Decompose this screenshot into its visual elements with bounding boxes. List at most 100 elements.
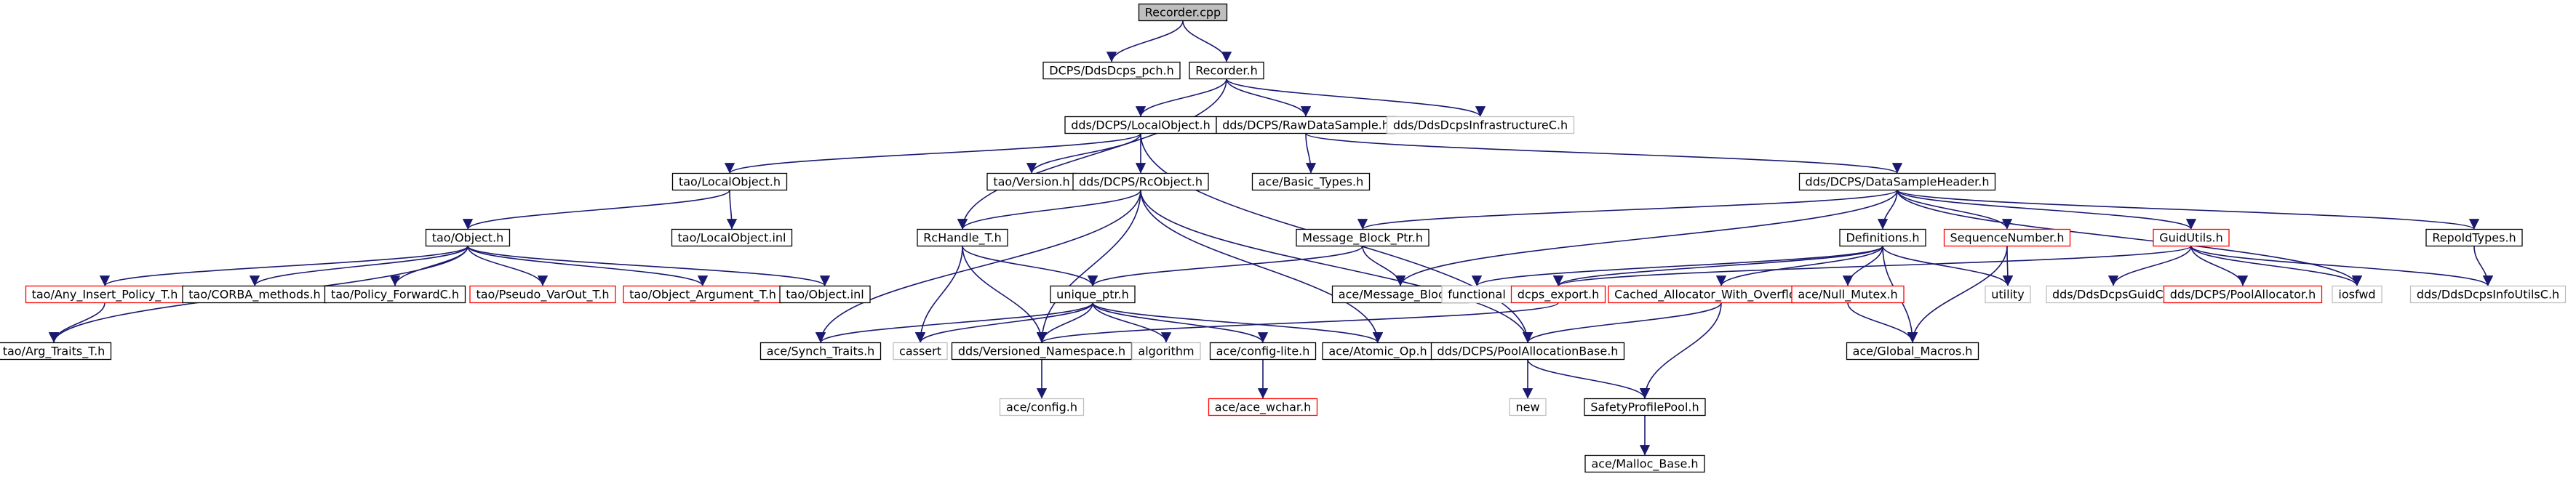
node-definitions_h[interactable]: Definitions.h — [1839, 228, 1926, 247]
node-tao_object_h[interactable]: tao/Object.h — [425, 228, 511, 247]
node-label: tao/Any_Insert_Policy_T.h — [32, 288, 178, 302]
node-label: iosfwd — [2338, 288, 2375, 302]
node-global_macros_h[interactable]: ace/Global_Macros.h — [1846, 342, 1979, 361]
node-label: ace/Atomic_Op.h — [1328, 345, 1427, 359]
node-dcps_export_h[interactable]: dcps_export.h — [1510, 285, 1606, 304]
edge-recorder_h-to-infracorec_h — [1226, 79, 1486, 117]
node-label: ace/Synch_Traits.h — [767, 345, 875, 359]
node-poolallocator_h[interactable]: dds/DCPS/PoolAllocator.h — [2163, 285, 2323, 304]
node-label: cassert — [899, 345, 941, 358]
node-any_insert_policy_h[interactable]: tao/Any_Insert_Policy_T.h — [25, 285, 185, 304]
node-arg_traits_h[interactable]: tao/Arg_Traits_T.h — [0, 342, 112, 361]
node-poolallocationbase_h[interactable]: dds/DCPS/PoolAllocationBase.h — [1430, 342, 1625, 361]
node-cached_allocator_h[interactable]: Cached_Allocator_With_Overflow_T.h — [1608, 285, 1835, 304]
edge-rchandle_t_h-to-versioned_namespace_h — [962, 246, 1048, 343]
node-object_argument_h[interactable]: tao/Object_Argument_T.h — [623, 285, 783, 304]
node-label: ace/config.h — [1006, 400, 1077, 414]
node-ace_wchar_h[interactable]: ace/ace_wchar.h — [1208, 398, 1318, 416]
node-label: ace/Message_Block.h — [1339, 288, 1462, 302]
edge-rcobject_h-to-atomic_op_h — [1140, 190, 1384, 343]
edge-any_insert_policy_h-to-arg_traits_h — [48, 302, 105, 343]
node-box — [1138, 3, 1228, 22]
node-unique_ptr_h[interactable]: unique_ptr.h — [1050, 285, 1136, 304]
node-label: dds/DdsDcpsInfoUtilsC.h — [2417, 288, 2559, 302]
node-tao_object_inl[interactable]: tao/Object.inl — [779, 285, 871, 304]
node-datasampleheader_h[interactable]: dds/DCPS/DataSampleHeader.h — [1798, 172, 1996, 191]
node-box — [917, 228, 1008, 247]
node-ace_message_block_h[interactable]: ace/Message_Block.h — [1331, 285, 1470, 304]
dependency-edges — [48, 20, 2494, 456]
node-rawdatasample_h[interactable]: dds/DCPS/RawDataSample.h — [1216, 116, 1396, 134]
edge-poolallocationbase_h-to-safetyprofilepool_h — [1527, 359, 1651, 399]
node-algorithm[interactable]: algorithm — [1131, 342, 1201, 361]
node-synch_traits_h[interactable]: ace/Synch_Traits.h — [759, 342, 882, 361]
node-box — [425, 228, 511, 247]
node-infracorec_h[interactable]: dds/DdsDcpsInfrastructureC.h — [1386, 116, 1575, 134]
node-label: functional — [1448, 288, 1506, 302]
node-iosfwd[interactable]: iosfwd — [2332, 285, 2382, 304]
edge-datasampleheader_h-to-iosfwd — [1897, 190, 2363, 286]
node-box — [1208, 398, 1318, 416]
node-corba_methods_h[interactable]: tao/CORBA_methods.h — [182, 285, 327, 304]
node-infoutilsc_h[interactable]: dds/DdsDcpsInfoUtilsC.h — [2409, 285, 2567, 304]
node-policy_forwardc_h[interactable]: tao/Policy_ForwardC.h — [324, 285, 466, 304]
edge-cached_allocator_h-to-safetyprofilepool_h — [1639, 302, 1722, 399]
node-new[interactable]: new — [1509, 398, 1547, 416]
node-rchandle_t_h[interactable]: RcHandle_T.h — [917, 228, 1008, 247]
node-label: algorithm — [1138, 345, 1194, 358]
node-label: tao/Object.h — [432, 231, 504, 245]
node-config_lite_h[interactable]: ace/config-lite.h — [1209, 342, 1317, 361]
node-box — [1072, 172, 1209, 191]
node-cassert[interactable]: cassert — [893, 342, 948, 361]
node-label: unique_ptr.h — [1056, 288, 1129, 302]
node-box — [1251, 172, 1371, 191]
node-functional[interactable]: functional — [1441, 285, 1512, 304]
edge-recorder_h-to-localobject_h — [1135, 79, 1227, 117]
node-localobject_h[interactable]: dds/DCPS/LocalObject.h — [1064, 116, 1217, 134]
node-box — [1050, 285, 1136, 304]
node-recorder_cpp[interactable]: Recorder.cpp — [1138, 3, 1228, 22]
node-label: dds/DCPS/LocalObject.h — [1071, 118, 1211, 132]
node-box — [759, 342, 882, 361]
node-malloc_base_h[interactable]: ace/Malloc_Base.h — [1584, 454, 1705, 473]
node-tao_version_h[interactable]: tao/Version.h — [986, 172, 1077, 191]
node-label: DCPS/DdsDcps_pch.h — [1049, 64, 1173, 79]
node-tao_localobject_h[interactable]: tao/LocalObject.h — [671, 172, 788, 191]
node-label: dcps_export.h — [1518, 288, 1600, 302]
node-box — [1584, 398, 1706, 416]
node-basic_types_h[interactable]: ace/Basic_Types.h — [1251, 172, 1371, 191]
node-repoidtypes_h[interactable]: RepoIdTypes.h — [2425, 228, 2523, 247]
node-ace_null_mutex_h[interactable]: ace/Null_Mutex.h — [1791, 285, 1905, 304]
node-safetyprofilepool_h[interactable]: SafetyProfilePool.h — [1584, 398, 1706, 416]
edge-repoidtypes_h-to-infoutilsc_h — [2473, 246, 2494, 286]
node-utility[interactable]: utility — [1985, 285, 2031, 304]
node-rcobject_h[interactable]: dds/DCPS/RcObject.h — [1072, 172, 1209, 191]
node-ddsdcps_pch[interactable]: DCPS/DdsDcps_pch.h — [1042, 61, 1181, 80]
node-label: dds/DCPS/RcObject.h — [1079, 175, 1203, 189]
node-pseudo_varout_h[interactable]: tao/Pseudo_VarOut_T.h — [469, 285, 616, 304]
node-sequencenumber_h[interactable]: SequenceNumber.h — [1943, 228, 2071, 247]
edge-unique_ptr_h-to-cassert — [914, 302, 1093, 343]
edge-dcps_export_h-to-versioned_namespace_h — [1037, 302, 1559, 344]
node-recorder_h[interactable]: Recorder.h — [1189, 61, 1264, 80]
node-message_block_ptr_h[interactable]: Message_Block_Ptr.h — [1296, 228, 1429, 247]
edge-guidutils_h-to-poolallocator_h — [2190, 246, 2249, 286]
node-label: Recorder.h — [1195, 64, 1257, 78]
node-versioned_namespace_h[interactable]: dds/Versioned_Namespace.h — [951, 342, 1133, 361]
node-label: GuidUtils.h — [2159, 231, 2223, 245]
node-label: dds/DCPS/DataSampleHeader.h — [1806, 175, 1990, 189]
node-label: utility — [1991, 288, 2025, 302]
node-ddsdcpsguidc_h[interactable]: dds/DdsDcpsGuidC.h — [2046, 285, 2181, 304]
edge-guidutils_h-to-iosfwd — [2190, 246, 2363, 286]
node-label: dds/DCPS/RawDataSample.h — [1222, 118, 1389, 132]
edge-rchandle_t_h-to-unique_ptr_h — [962, 246, 1098, 286]
node-guidutils_h[interactable]: GuidUtils.h — [2153, 228, 2230, 247]
node-label: Message_Block_Ptr.h — [1302, 231, 1423, 246]
node-ace_config_h[interactable]: ace/config.h — [999, 398, 1085, 416]
node-box — [1846, 342, 1979, 361]
edge-guidutils_h-to-ddsdcpsguidc_h — [2108, 246, 2192, 286]
node-atomic_op_h[interactable]: ace/Atomic_Op.h — [1322, 342, 1434, 361]
node-box — [2163, 285, 2323, 304]
node-tao_localobject_inl[interactable]: tao/LocalObject.inl — [671, 228, 793, 247]
edge-datasampleheader_h-to-sequencenumber_h — [1897, 190, 2013, 230]
